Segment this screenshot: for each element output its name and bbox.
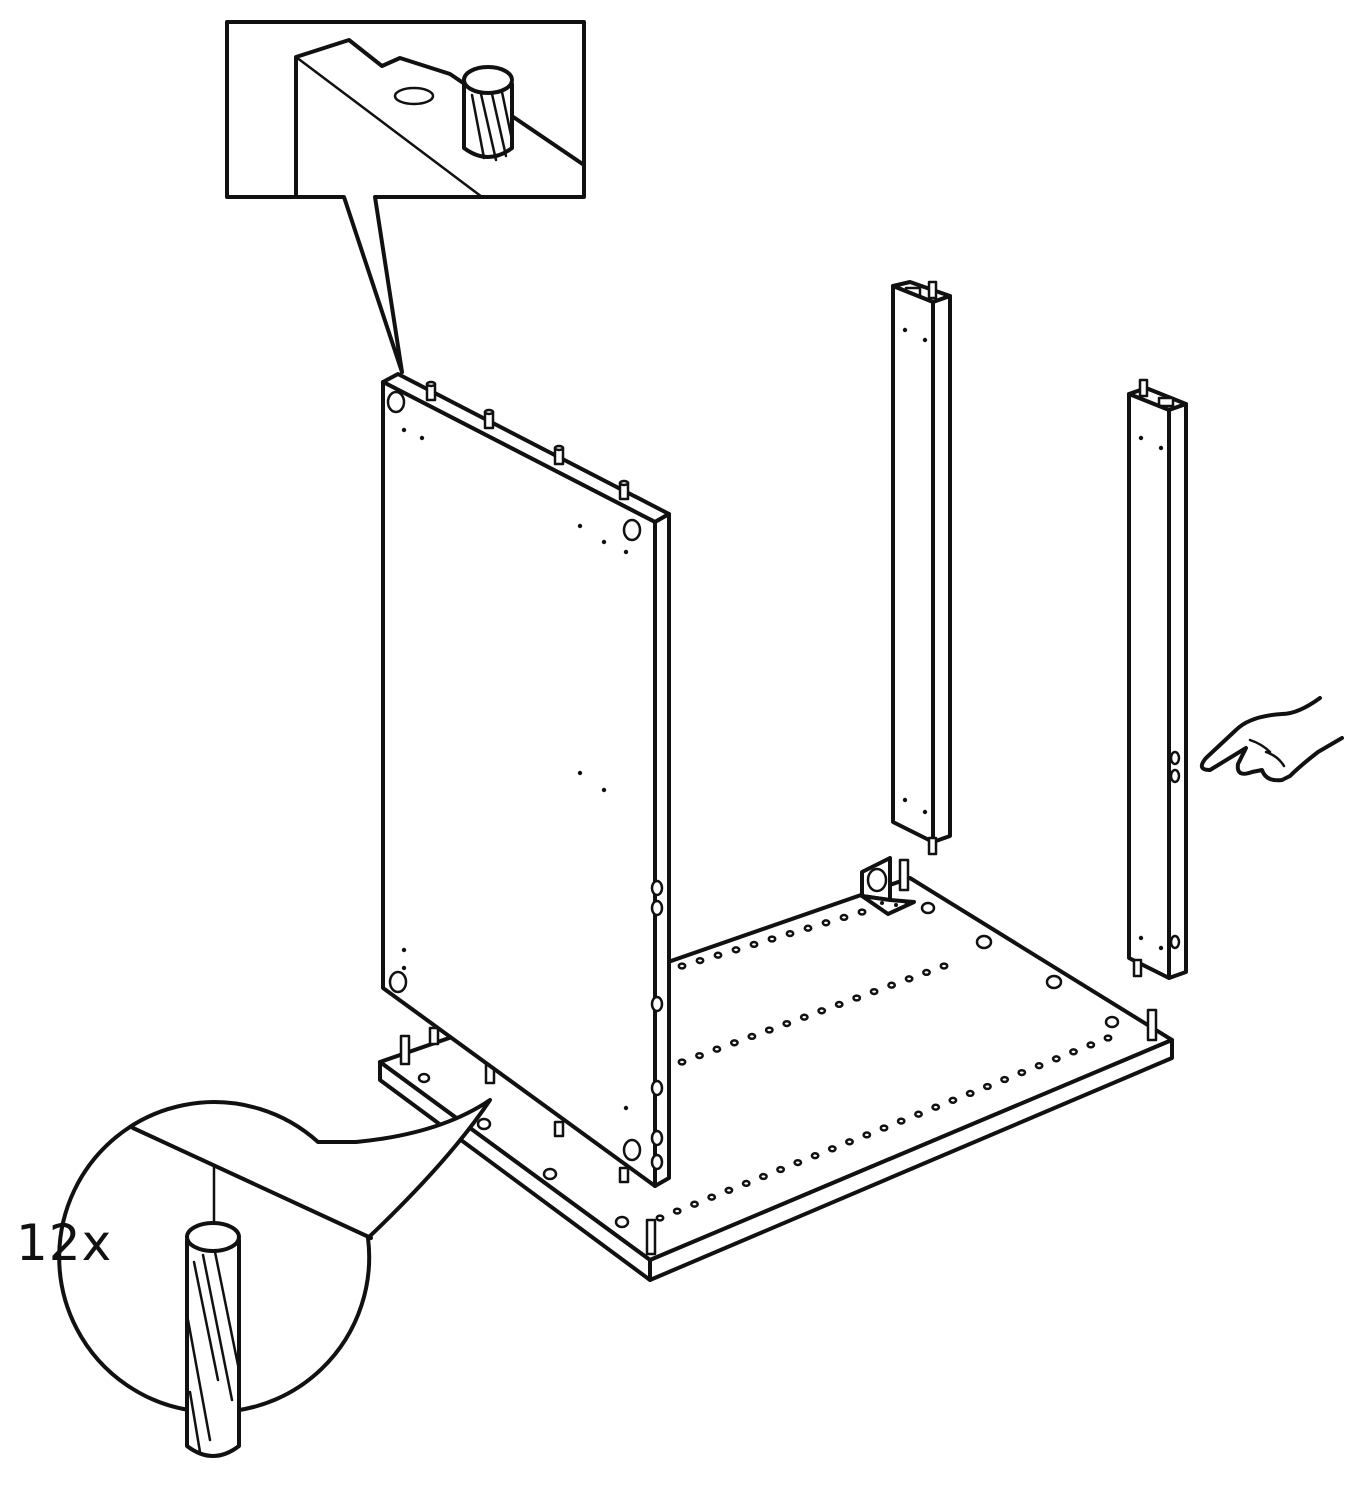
base-hole bbox=[758, 1172, 768, 1181]
corner-bracket bbox=[860, 856, 916, 916]
base-hole bbox=[1034, 1062, 1044, 1070]
base-hole bbox=[857, 908, 867, 916]
base-hole bbox=[948, 1096, 958, 1104]
base-hole bbox=[713, 951, 723, 959]
base-hole bbox=[695, 956, 705, 965]
base-hole bbox=[1000, 1075, 1010, 1084]
base-hole bbox=[852, 994, 862, 1002]
base-hole bbox=[729, 1039, 739, 1047]
base-hole bbox=[782, 1019, 792, 1028]
bottom-panel bbox=[378, 856, 1174, 1282]
base-large-hole bbox=[920, 901, 936, 915]
base-hole bbox=[887, 981, 897, 989]
base-hole bbox=[821, 919, 831, 927]
dowel-detail-top bbox=[462, 65, 514, 162]
base-hole bbox=[931, 1103, 941, 1111]
base-hole bbox=[914, 1110, 923, 1118]
base-hole bbox=[741, 1179, 751, 1188]
pointing-hand-icon bbox=[1199, 696, 1344, 783]
base-hole bbox=[749, 940, 759, 949]
base-hole bbox=[869, 987, 879, 996]
base-hole bbox=[785, 929, 795, 938]
base-hole bbox=[982, 1082, 992, 1091]
base-hole bbox=[767, 935, 777, 943]
base-hole bbox=[712, 1045, 722, 1053]
base-large-hole bbox=[1045, 974, 1063, 990]
base-hole bbox=[731, 946, 741, 954]
base-hole bbox=[845, 1138, 854, 1146]
base-large-hole bbox=[476, 1117, 492, 1131]
base-hole bbox=[764, 1026, 774, 1034]
panel-top-dowels bbox=[425, 380, 630, 501]
base-hole bbox=[922, 968, 931, 977]
dowel-quantity-label: 12x bbox=[16, 1214, 113, 1272]
base-hole bbox=[965, 1089, 975, 1098]
base-hole-rows bbox=[417, 901, 1120, 1229]
base-hole bbox=[904, 975, 914, 983]
callout-detail-top bbox=[225, 20, 586, 374]
base-hole bbox=[896, 1117, 906, 1125]
side-panel bbox=[381, 372, 671, 1188]
base-large-hole bbox=[614, 1215, 630, 1229]
base-hole bbox=[810, 1152, 820, 1160]
base-hole bbox=[1103, 1034, 1113, 1042]
base-hole bbox=[793, 1158, 803, 1167]
base-hole bbox=[1086, 1041, 1096, 1049]
base-hole bbox=[776, 1165, 786, 1174]
callout-detail-circle bbox=[57, 1098, 492, 1458]
base-dowel-right bbox=[1146, 1008, 1158, 1042]
base-hole bbox=[827, 1145, 837, 1153]
base-hole bbox=[677, 1058, 687, 1066]
base-hole bbox=[1017, 1068, 1027, 1077]
base-hole bbox=[695, 1051, 704, 1060]
base-hole bbox=[672, 1207, 682, 1215]
base-hole bbox=[707, 1193, 717, 1201]
base-hole bbox=[1051, 1055, 1061, 1063]
base-hole bbox=[834, 1000, 844, 1009]
rail-right bbox=[1127, 378, 1188, 980]
base-hole bbox=[939, 962, 949, 970]
base-hole bbox=[724, 1186, 734, 1194]
base-dowel-back bbox=[898, 858, 910, 892]
base-dowel-mid bbox=[428, 1026, 630, 1184]
base-hole bbox=[862, 1131, 872, 1139]
rail-left bbox=[891, 280, 952, 856]
base-hole bbox=[799, 1013, 809, 1021]
base-large-hole bbox=[542, 1167, 558, 1181]
base-hole bbox=[655, 1214, 665, 1222]
base-hole bbox=[817, 1007, 827, 1015]
base-hole bbox=[690, 1200, 699, 1208]
base-hole bbox=[879, 1124, 889, 1132]
base-hole bbox=[677, 962, 687, 970]
base-hole bbox=[839, 913, 849, 922]
dowel-detail-circle bbox=[185, 1221, 241, 1458]
base-large-hole bbox=[1104, 1015, 1120, 1029]
base-dowel-front bbox=[645, 1218, 657, 1256]
base-dowel-front-left bbox=[399, 1034, 411, 1066]
base-hole bbox=[803, 924, 813, 932]
base-large-hole bbox=[417, 1072, 431, 1084]
base-large-hole bbox=[975, 934, 993, 950]
base-hole bbox=[1069, 1048, 1078, 1056]
base-hole bbox=[747, 1032, 757, 1041]
